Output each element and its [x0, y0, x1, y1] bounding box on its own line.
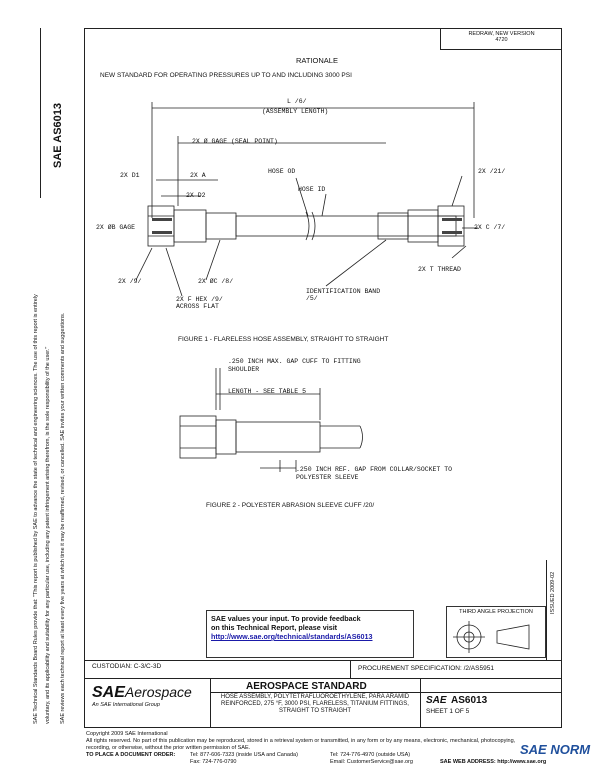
doc-code-vertical: SAE AS6013 — [52, 103, 64, 168]
stamp-line-2: 4720 — [495, 37, 508, 43]
rationale-text: NEW STANDARD FOR OPERATING PRESSURES UP … — [100, 72, 352, 79]
revision-stamp: REDRAW, NEW VERSION 4720 — [440, 28, 562, 50]
doc-number: AS6013 — [451, 695, 488, 706]
sae-aerospace-logo: SAEAerospace An SAE International Group — [92, 684, 192, 708]
feedback-line-2: on this Technical Report, please visit — [211, 623, 338, 632]
issued-divider — [546, 560, 547, 660]
figure-1-drawing — [135, 102, 478, 297]
hose-body — [235, 215, 457, 237]
title-right-rule — [420, 678, 421, 728]
figure-1-caption: FIGURE 1 - FLARELESS HOSE ASSEMBLY, STRA… — [178, 336, 389, 343]
label-assembly-length: (ASSEMBLY LENGTH) — [262, 108, 329, 115]
doc-number-brand: SAE — [426, 695, 447, 706]
stamp-line-1: REDRAW, NEW VERSION — [468, 31, 535, 37]
sheet-number: SHEET 1 OF 5 — [426, 708, 470, 715]
issued-label: ISSUED 2009-02 — [550, 571, 556, 614]
procurement-text: PROCUREMENT SPECIFICATION: /2/AS5951 — [358, 665, 494, 672]
label-gap-max: .250 INCH MAX. GAP CUFF TO FITTING SHOUL… — [228, 358, 361, 373]
custodian-mid-rule — [350, 660, 351, 678]
label-d1: 2X D1 — [120, 172, 140, 179]
custodian-text: CUSTODIAN: C-3/C-3D — [92, 663, 162, 670]
projection-box: THIRD ANGLE PROJECTION — [446, 606, 546, 658]
doc-number-block: SAE AS6013 — [426, 690, 487, 708]
rationale-title: RATIONALE — [296, 56, 338, 65]
projection-label: THIRD ANGLE PROJECTION — [459, 609, 533, 615]
title-top-rule — [84, 678, 562, 679]
legal-text-1: SAE Technical Standards Board Rules prov… — [33, 294, 39, 724]
sleeve-cuff — [235, 421, 321, 453]
label-hose-od: HOSE OD — [268, 168, 296, 175]
footer-rights: All rights reserved. No part of this pub… — [86, 738, 516, 744]
footer-web[interactable]: SAE WEB ADDRESS: http://www.sae.org — [440, 759, 547, 765]
label-b-gage: 2X ØB GAGE — [96, 224, 136, 231]
feedback-box: SAE values your input. To provide feedba… — [206, 610, 414, 658]
label-gage: 2X Ø GAGE (SEAL POINT) — [192, 138, 278, 145]
label-hex: 2X F HEX /9/ ACROSS FLAT — [176, 296, 223, 310]
footer-fax: Fax: 724-776-0790 — [190, 759, 237, 765]
footer-email: Email: CustomerService@sae.org — [330, 759, 413, 765]
custodian-top-rule — [84, 660, 562, 661]
doc-code-divider — [40, 28, 41, 198]
footer-rights-2: recording, or otherwise, without the pri… — [86, 745, 251, 751]
standard-description: HOSE ASSEMBLY, POLYTETRAFLUOROETHYLENE, … — [220, 694, 410, 714]
doc-code-brand: SAE — [52, 142, 64, 168]
label-dc8: 2X ØC /8/ — [198, 278, 234, 285]
standard-title: AEROSPACE STANDARD — [246, 681, 367, 692]
label-length: L /6/ — [287, 98, 307, 105]
feedback-line-1: SAE values your input. To provide feedba… — [211, 614, 361, 623]
label-hose-id: HOSE ID — [298, 186, 326, 193]
brand-main: SAE — [92, 684, 125, 701]
figure-2-drawing — [179, 368, 363, 472]
watermark-logo: SAE NORM — [520, 742, 591, 757]
brand-sub: Aerospace — [124, 684, 192, 700]
label-length-table: LENGTH - SEE TABLE 5 — [228, 388, 307, 395]
label-9: 2X /9/ — [118, 278, 142, 285]
figure-2-caption: FIGURE 2 - POLYESTER ABRASION SLEEVE CUF… — [206, 502, 375, 509]
title-left-rule — [210, 678, 211, 728]
footer-tel-2: Tel: 724-776-4970 (outside USA) — [330, 752, 411, 758]
brand-tag: An SAE International Group — [92, 702, 160, 708]
label-gap-ref: .250 INCH REF. GAP FROM COLLAR/SOCKET TO… — [296, 466, 453, 481]
footer-order-label: TO PLACE A DOCUMENT ORDER: — [86, 752, 176, 758]
label-id-band: IDENTIFICATION BAND /5/ — [306, 288, 381, 302]
label-d2: 2X D2 — [186, 192, 206, 199]
margin-divider — [84, 28, 85, 728]
label-thread: 2X T THREAD — [418, 266, 461, 273]
right-nut — [437, 205, 465, 247]
label-c7: 2X C /7/ — [474, 224, 506, 231]
label-2x-21: 2X /21/ — [478, 168, 506, 175]
fitting-nut — [179, 415, 217, 459]
label-a: 2X A — [190, 172, 206, 179]
title-sub-rule — [210, 692, 562, 693]
legal-text-2: voluntary, and its applicability and sui… — [45, 346, 51, 724]
projection-symbol — [453, 621, 530, 653]
feedback-link[interactable]: http://www.sae.org/technical/standards/A… — [211, 632, 373, 641]
legal-text-3: SAE reviews each technical report at lea… — [60, 312, 66, 724]
footer-tel-1: Tel: 877-606-7323 (inside USA and Canada… — [190, 752, 298, 758]
footer-copyright: Copyright 2009 SAE International — [86, 731, 168, 737]
doc-code-number: AS6013 — [52, 102, 64, 143]
